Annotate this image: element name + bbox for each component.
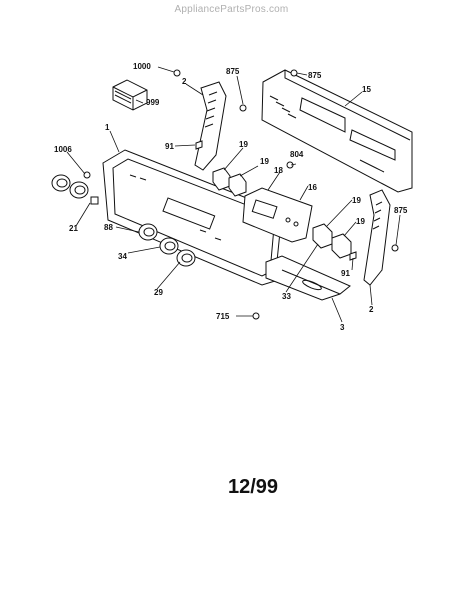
callout-1006: 1006 xyxy=(54,145,72,154)
switch-part-3 xyxy=(312,223,333,249)
callout-19-d: 19 xyxy=(356,217,365,226)
screw-part-1 xyxy=(173,69,181,77)
callout-875-c: 875 xyxy=(394,206,408,215)
callout-999: 999 xyxy=(146,98,160,107)
callout-2-left: 2 xyxy=(182,77,187,86)
screw-part-7 xyxy=(252,312,260,320)
callout-715: 715 xyxy=(216,312,230,321)
callout-875-a: 875 xyxy=(226,67,240,76)
knob-part-5 xyxy=(176,249,196,267)
small-block-part xyxy=(112,79,148,111)
callout-3: 3 xyxy=(340,323,345,332)
knob-part-3 xyxy=(138,223,158,241)
callout-15: 15 xyxy=(362,85,371,94)
callout-2-right: 2 xyxy=(369,305,374,314)
right-side-bracket-part xyxy=(363,189,391,286)
callout-16: 16 xyxy=(308,183,317,192)
callout-91-b: 91 xyxy=(341,269,350,278)
callout-33: 33 xyxy=(282,292,291,301)
callout-labels: 1000 2 875 875 15 999 1 91 19 19 804 100… xyxy=(54,62,408,332)
date-code: 12/99 xyxy=(228,476,279,498)
rear-bracket-part xyxy=(261,69,413,193)
callout-91-a: 91 xyxy=(165,142,174,151)
switch-part-2 xyxy=(228,173,247,197)
screw-part-6 xyxy=(83,171,91,179)
callout-1: 1 xyxy=(105,123,110,132)
knob-part-1 xyxy=(51,174,71,192)
switch-part-4 xyxy=(331,233,352,259)
callout-875-b: 875 xyxy=(308,71,322,80)
leader-lines xyxy=(66,66,401,323)
left-side-bracket-part xyxy=(194,81,227,171)
callout-18: 18 xyxy=(274,166,283,175)
callout-19-b: 19 xyxy=(260,157,269,166)
callout-88: 88 xyxy=(104,223,113,232)
knob-part-2 xyxy=(69,181,89,199)
watermark: AppliancePartsPros.com xyxy=(174,4,289,15)
screw-part-2 xyxy=(239,104,247,112)
callout-19-a: 19 xyxy=(239,140,248,149)
callout-19-c: 19 xyxy=(352,196,361,205)
knob-cap-part xyxy=(90,196,99,205)
trim-strip-part xyxy=(265,255,351,301)
knob-part-4 xyxy=(159,237,179,255)
callout-1000: 1000 xyxy=(133,62,151,71)
callout-34: 34 xyxy=(118,252,127,261)
callout-29: 29 xyxy=(154,288,163,297)
callout-804: 804 xyxy=(290,150,304,159)
screw-part-5 xyxy=(391,244,399,252)
screw-part-3 xyxy=(290,69,298,77)
clip-part-1 xyxy=(195,140,203,150)
clip-part-2 xyxy=(349,251,357,261)
display-board-part xyxy=(242,187,313,243)
callout-21: 21 xyxy=(69,224,78,233)
